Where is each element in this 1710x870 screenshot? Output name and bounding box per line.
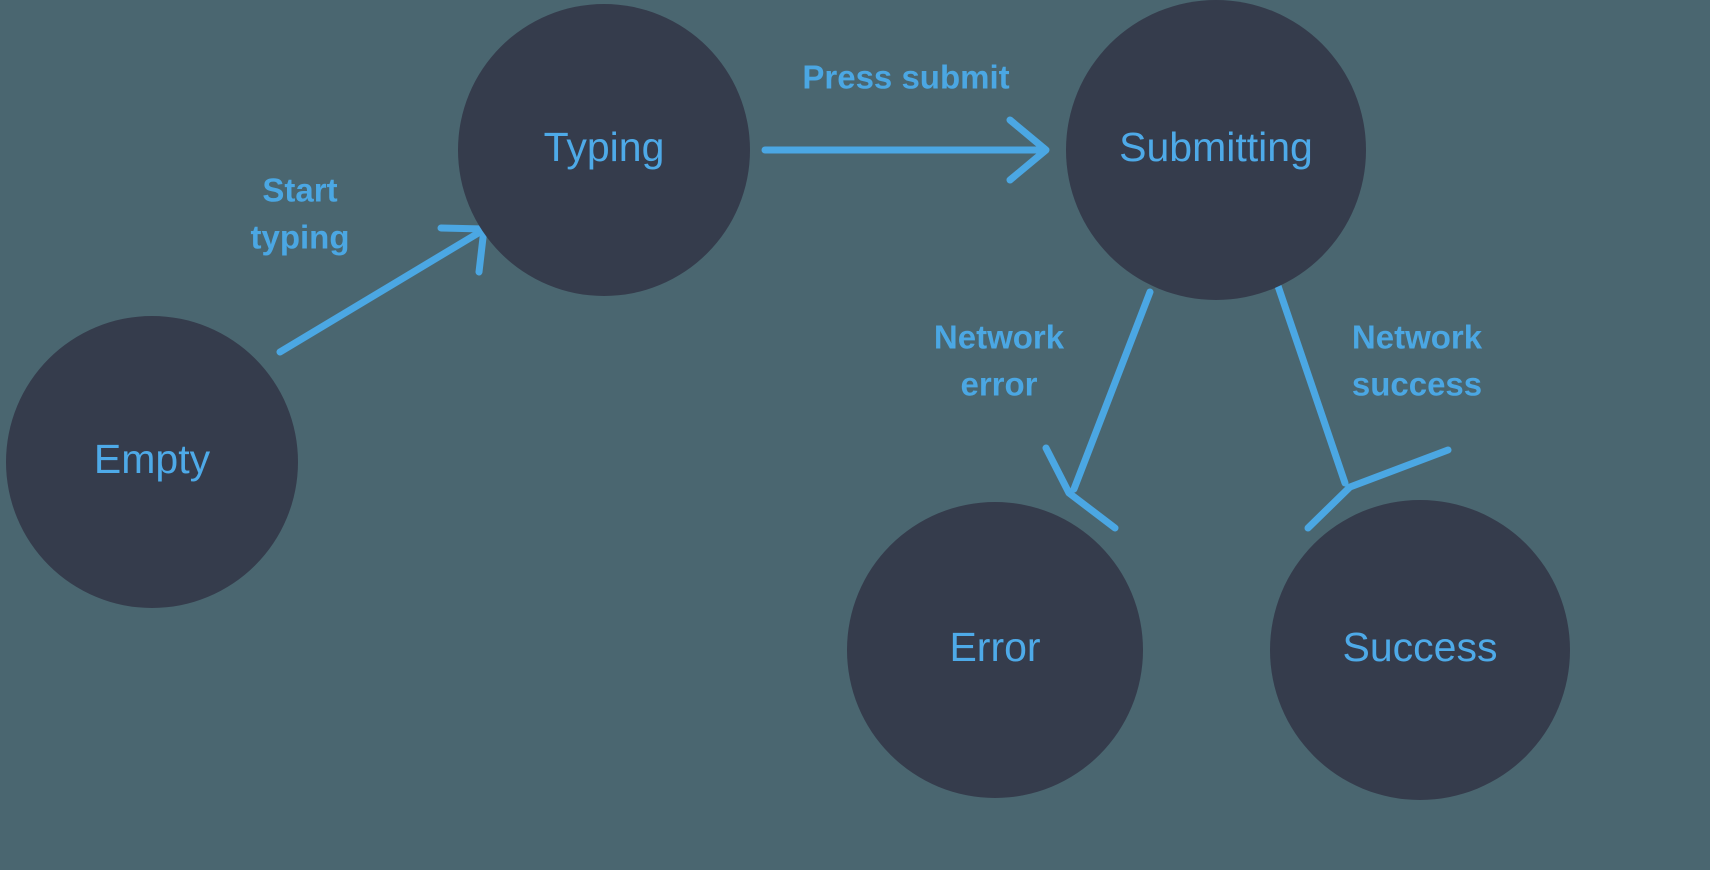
node-empty[interactable]: Empty	[6, 316, 298, 608]
edge-submitting-to-error-label-line1: Network	[934, 319, 1065, 356]
edge-empty-to-typing-line	[276, 228, 484, 356]
edge-submitting-to-error[interactable]: Network error	[934, 288, 1154, 532]
edge-empty-to-typing[interactable]: Start typing	[251, 172, 488, 356]
node-success-circle	[1270, 500, 1570, 800]
node-typing[interactable]: Typing	[458, 4, 750, 296]
edge-submitting-to-error-line	[1070, 288, 1154, 493]
edge-submitting-to-success-line	[1274, 282, 1349, 487]
edge-submitting-to-success-label-line1: Network	[1352, 319, 1483, 356]
edge-typing-to-submitting-label-line1: Press submit	[802, 59, 1009, 96]
node-error-circle	[847, 502, 1143, 798]
edge-submitting-to-error-label-line2: error	[960, 366, 1037, 403]
node-error-label: Error	[949, 624, 1040, 670]
edge-empty-to-typing-label-line2: typing	[251, 219, 350, 256]
node-empty-circle	[6, 316, 298, 608]
node-submitting-circle	[1066, 0, 1366, 300]
node-submitting[interactable]: Submitting	[1066, 0, 1366, 300]
node-success-label: Success	[1343, 624, 1498, 670]
edge-typing-to-submitting-arrowhead	[1006, 116, 1050, 184]
node-empty-label: Empty	[94, 436, 211, 482]
edge-empty-to-typing-label-line1: Start	[262, 172, 337, 209]
node-typing-circle	[458, 4, 750, 296]
node-success[interactable]: Success	[1270, 500, 1570, 800]
edge-submitting-to-error-arrowhead	[1042, 444, 1119, 532]
node-typing-label: Typing	[544, 124, 665, 170]
edge-submitting-to-success-label-line2: success	[1352, 366, 1482, 403]
node-submitting-label: Submitting	[1119, 124, 1313, 170]
edge-submitting-to-success[interactable]: Network success	[1274, 282, 1483, 532]
edge-typing-to-submitting[interactable]: Press submit	[761, 59, 1050, 184]
node-error[interactable]: Error	[847, 502, 1143, 798]
edge-submitting-to-success-arrowhead	[1304, 446, 1452, 532]
